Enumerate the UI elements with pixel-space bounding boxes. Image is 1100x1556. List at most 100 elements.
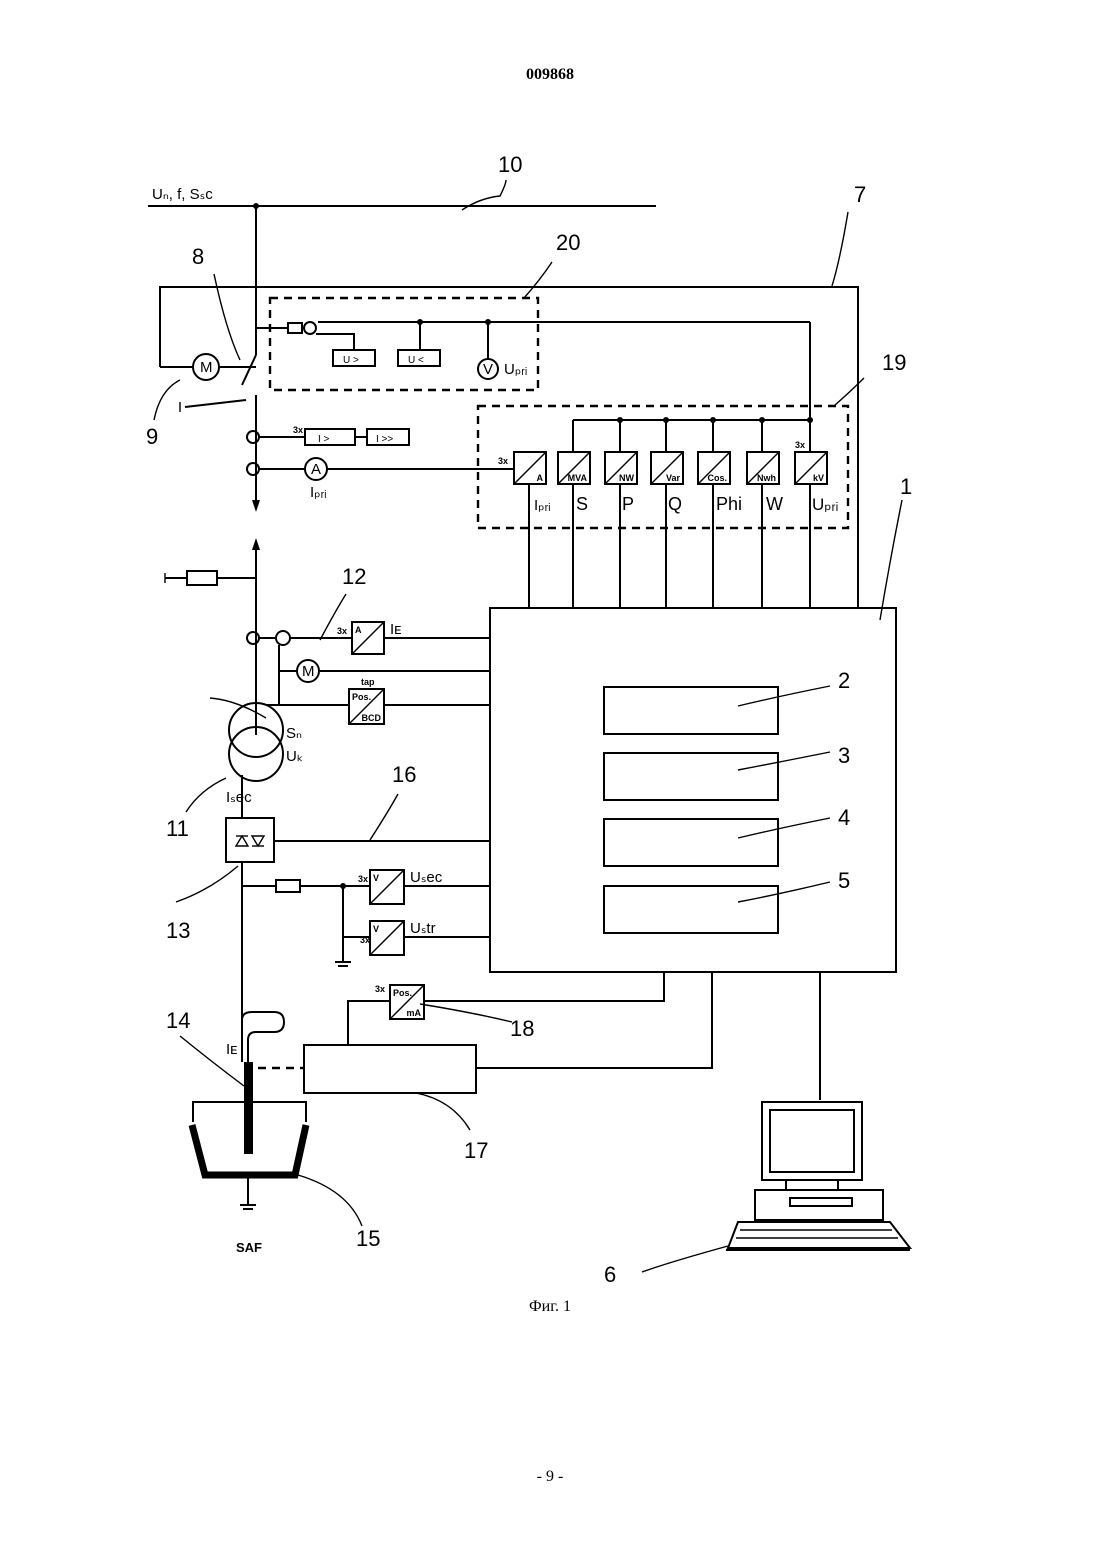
multiplier-label: 3x <box>375 984 385 994</box>
electrode-current-label: Iᴇ <box>226 1041 238 1058</box>
star-voltage-measurement: 3x Uₛtr <box>335 886 490 966</box>
control-computer-1 <box>490 608 896 1100</box>
tap-label: tap <box>361 677 375 687</box>
primary-ammeter: A Iₚᵣᵢ <box>247 458 514 501</box>
callout-3: 3 <box>838 743 850 768</box>
furnace-label: SAF <box>236 1240 262 1255</box>
electrode-14: Iᴇ <box>226 1012 284 1154</box>
transducer-3-output-label: NW <box>619 473 634 483</box>
voltage-protection-group-20 <box>270 298 538 390</box>
electrode-current-converter-input-label: A <box>355 625 362 635</box>
ammeter-symbol: A <box>311 461 321 478</box>
transducer-2: MVA <box>558 452 590 484</box>
transducer-7: kV <box>795 452 827 484</box>
motor-9: M <box>193 354 219 380</box>
callout-8: 8 <box>192 244 204 269</box>
overvoltage-relay: U > <box>333 350 375 366</box>
transducer-5-output-label: Cos. <box>707 473 727 483</box>
label-w: W <box>766 494 783 514</box>
callout-13: 13 <box>166 918 190 943</box>
transducer-multiplier-ipri: 3x <box>498 456 508 466</box>
supply-label: Uₙ, f, Sₛc <box>152 186 213 203</box>
multiplier-label: 3x <box>293 425 303 435</box>
callout-4: 4 <box>838 805 850 830</box>
motor-9-label: M <box>200 359 213 376</box>
transducer-4: Var <box>651 452 683 484</box>
furnace-transformer-11: Sₙ Uₖ Iₛec <box>226 703 303 806</box>
callout-9: 9 <box>146 424 158 449</box>
overvoltage-relay-label: U > <box>343 355 359 366</box>
callout-14: 14 <box>166 1008 190 1033</box>
multiplier-label: 3x <box>337 626 347 636</box>
undervoltage-relay: U < <box>398 350 440 366</box>
module-5 <box>604 886 778 933</box>
transducer-bus <box>573 417 813 452</box>
module-2 <box>604 687 778 734</box>
figure-caption: Фиг. 1 <box>0 1298 1100 1316</box>
supply-bus: Uₙ, f, Sₛc <box>148 186 656 209</box>
callout-6: 6 <box>604 1262 616 1287</box>
electrode-position-converter-input-label: Pos. <box>393 988 412 998</box>
electrode-position-converter: Pos. mA <box>390 985 424 1019</box>
label-phi: Phi <box>716 494 742 514</box>
transducer-3: NW <box>605 452 637 484</box>
secondary-voltage-converter: V <box>370 870 404 904</box>
electrode-position-converter-output-label: mA <box>406 1008 421 1018</box>
transducer-4-output-label: Var <box>666 473 681 483</box>
callout-7: 7 <box>854 182 866 207</box>
callout-17: 17 <box>464 1138 488 1163</box>
overcurrent-relay-label: I > <box>318 434 330 445</box>
undervoltage-relay-label: U < <box>408 355 424 366</box>
electrode-control-unit-17 <box>258 972 712 1093</box>
callout-1: 1 <box>900 474 912 499</box>
tap-position-converter: Pos. BCD <box>349 689 384 724</box>
callout-20: 20 <box>556 230 580 255</box>
transducer-multiplier-upri: 3x <box>795 440 805 450</box>
secondary-current-label: Iₛec <box>226 789 252 806</box>
transducer-6: Nwh <box>747 452 779 484</box>
transducer-7-output-label: kV <box>813 473 824 483</box>
star-voltage-converter-input-label: V <box>373 924 379 934</box>
voltmeter-upri-label: Uₚᵣᵢ <box>504 361 527 378</box>
surge-arrester-branch <box>165 571 256 585</box>
transducer-1: A <box>514 452 546 484</box>
callout-5: 5 <box>838 868 850 893</box>
voltmeter-symbol: V <box>483 361 493 378</box>
module-4 <box>604 819 778 866</box>
multiplier-label: 3x <box>358 874 368 884</box>
transducer-1-output-label: A <box>537 473 544 483</box>
control-line-7 <box>160 287 858 608</box>
callout-15: 15 <box>356 1226 380 1251</box>
transducer-output-labels: Iₚᵣᵢ S P Q Phi W Uₚᵣᵢ <box>534 494 838 514</box>
secondary-voltage-label: Uₛec <box>410 869 443 886</box>
transducer-row: A MVA NW Var Cos. Nwh kV 3x 3x <box>498 440 827 484</box>
ammeter-ipri-label: Iₚᵣᵢ <box>310 484 327 501</box>
rated-power-label: Sₙ <box>286 725 302 742</box>
transducer-2-output-label: MVA <box>568 473 588 483</box>
electrode-current-label: Iᴇ <box>390 621 402 638</box>
electrode-current-converter: A <box>352 622 384 654</box>
short-circuit-voltage-label: Uₖ <box>286 748 303 765</box>
secondary-voltage-converter-input-label: V <box>373 873 379 883</box>
motor-12-label: M <box>302 663 315 680</box>
star-voltage-label: Uₛtr <box>410 920 436 937</box>
callout-11: 11 <box>166 816 189 841</box>
callout-12: 12 <box>342 564 366 589</box>
tap-position-converter-output-label: BCD <box>362 713 382 723</box>
label-p: P <box>622 494 634 514</box>
thyristor-converter-13 <box>226 818 490 862</box>
multiplier-label: 3x <box>360 935 370 945</box>
primary-voltmeter: V Uₚᵣᵢ <box>478 359 527 379</box>
workstation-6 <box>726 1102 910 1250</box>
module-3 <box>604 753 778 800</box>
label-upri: Uₚᵣᵢ <box>812 495 838 514</box>
transducer-6-output-label: Nwh <box>757 473 776 483</box>
secondary-voltage-measurement: 3x Uₛec <box>242 869 490 892</box>
page-footer: - 9 - <box>0 1468 1100 1486</box>
callout-19: 19 <box>882 350 906 375</box>
overcurrent-high-relay-label: I >> <box>376 434 393 445</box>
callout-10: 10 <box>498 152 522 177</box>
earthing-switch <box>180 400 246 412</box>
tap-position-converter-input-label: Pos. <box>352 692 371 702</box>
